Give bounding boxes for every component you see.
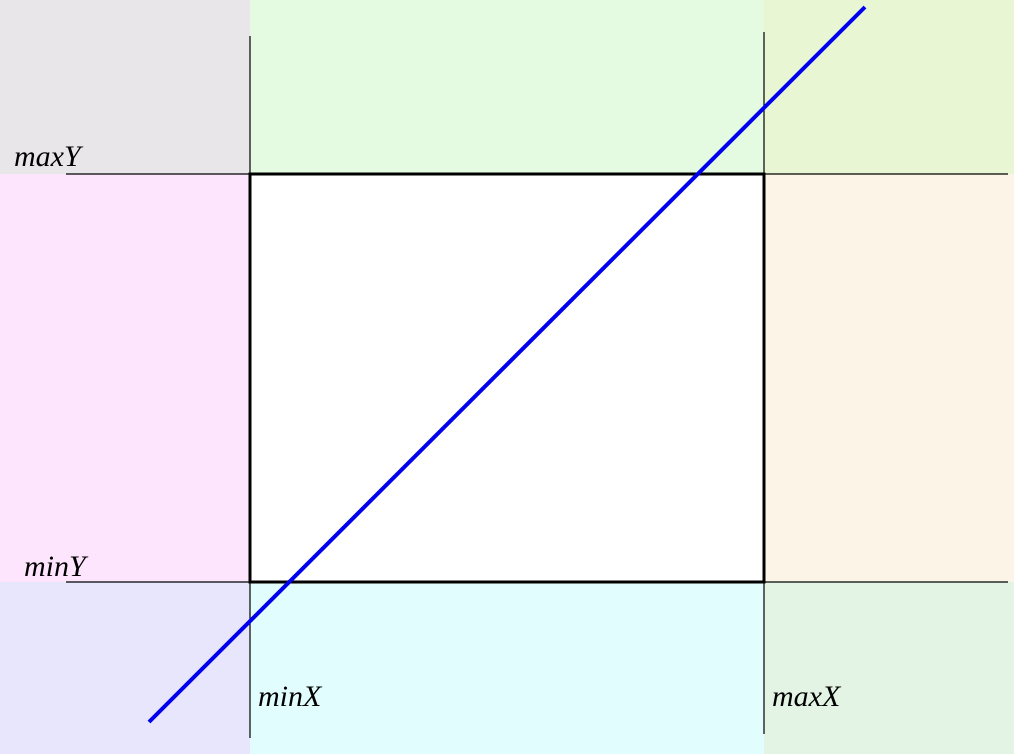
- clip-line: [147, 5, 867, 724]
- clip-rectangle: [248, 172, 766, 584]
- label-maxY: maxY: [14, 140, 84, 173]
- region-bottom-left: [0, 582, 250, 754]
- label-minY: minY: [24, 550, 89, 583]
- region-top: [250, 0, 764, 174]
- region-bottom: [250, 582, 764, 754]
- region-center: [250, 174, 764, 582]
- region-left: [0, 174, 250, 582]
- region-top-left: [0, 0, 250, 174]
- region-top-right: [764, 0, 1014, 174]
- label-maxX: maxX: [772, 680, 842, 713]
- region-bottom-right: [764, 582, 1014, 754]
- label-minX: minX: [258, 680, 323, 713]
- region-right: [764, 174, 1014, 582]
